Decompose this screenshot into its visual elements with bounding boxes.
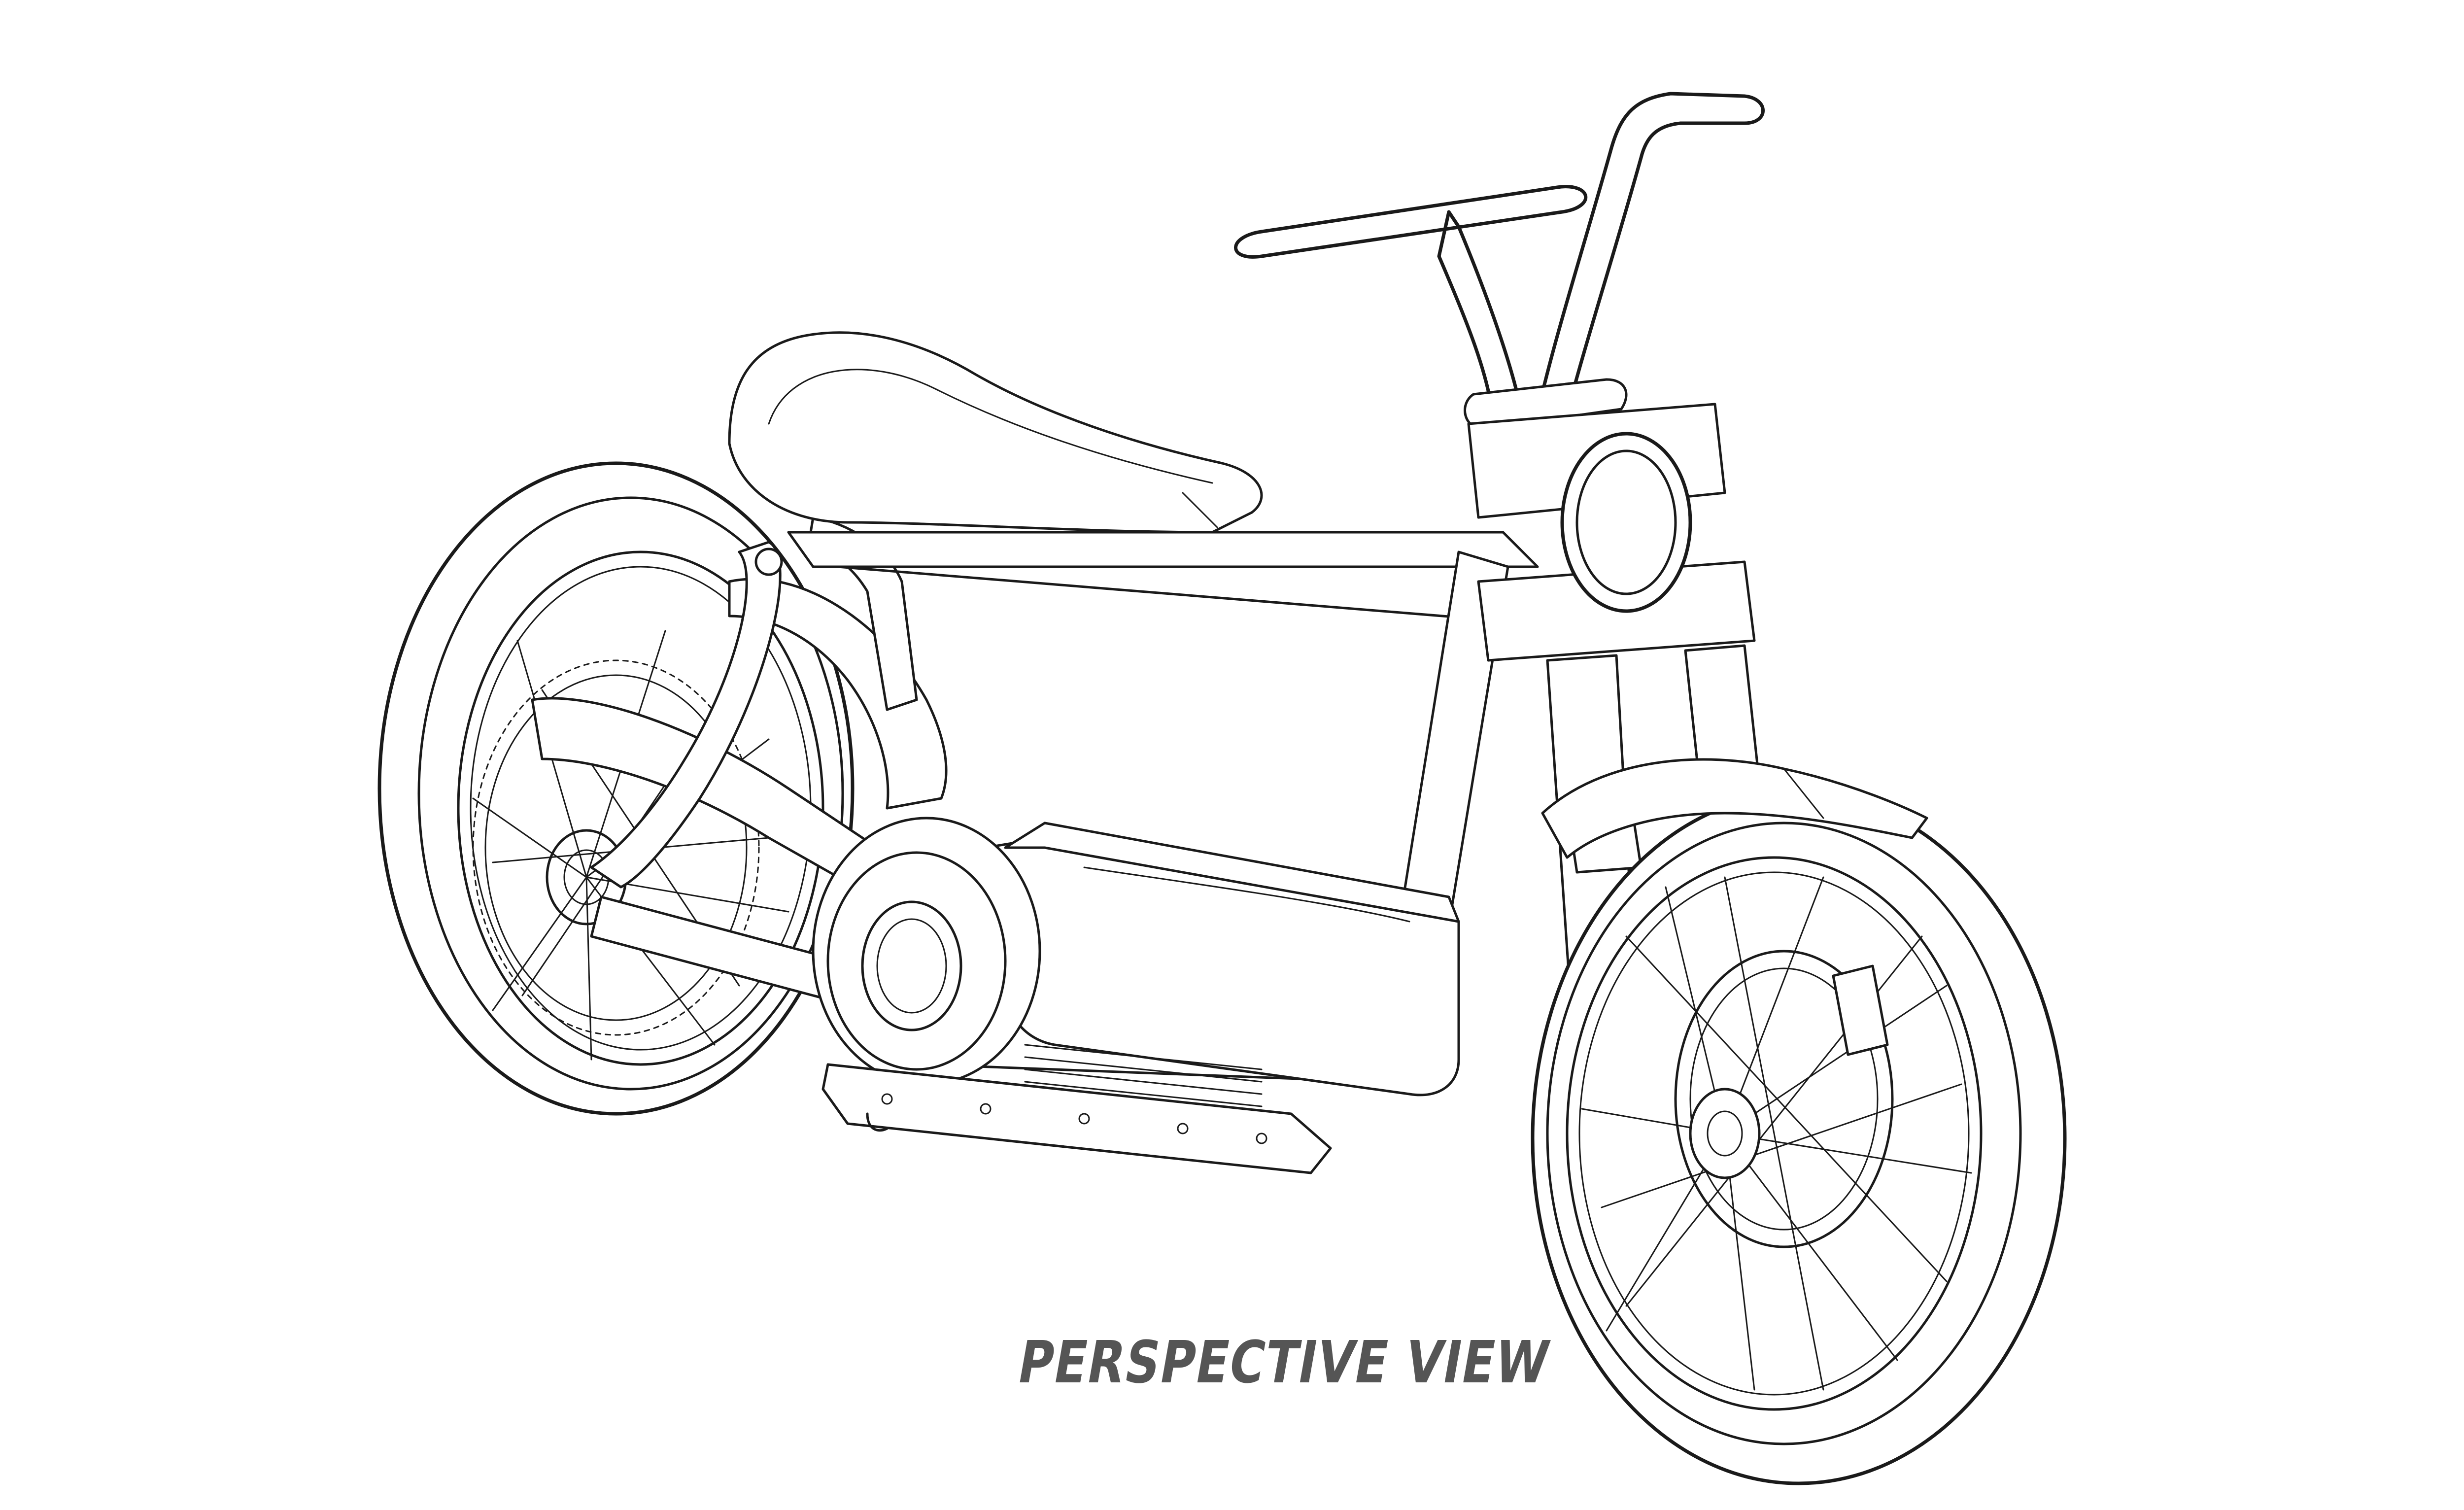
brake-caliper (1832, 964, 1889, 1056)
motor-cover (826, 851, 1007, 1071)
front-tire-inner (1546, 822, 2022, 1445)
rear-rim-outer (457, 550, 824, 1066)
kickstand (866, 1112, 889, 1132)
footboard-bolts (881, 1093, 1267, 1144)
rear-sprocket (484, 674, 748, 1021)
seat-nose (1182, 492, 1218, 528)
front-brake-disc (1674, 950, 1894, 1248)
headlight-lens (1575, 449, 1677, 595)
handlebar-crossbar (1234, 185, 1587, 259)
front-fender (1541, 758, 1928, 859)
front-fender-edge (1783, 768, 1824, 819)
rear-tire-outer (377, 461, 855, 1116)
seat-seam (768, 369, 1213, 484)
seat (728, 331, 1263, 534)
headlight-bezel (1560, 432, 1692, 613)
front-brake-disc-inner (1689, 967, 1879, 1231)
rear-sprocket-chain (472, 659, 760, 1036)
battery-lid (1004, 822, 1460, 923)
motor (812, 817, 1041, 1086)
motor-inner-cap (876, 918, 947, 1014)
front-axle (1707, 1110, 1743, 1157)
rear-strut (590, 541, 782, 889)
frame-top-tube (787, 531, 1539, 568)
battery-panel-line (1083, 866, 1410, 923)
front-tire-outer (1531, 791, 2067, 1485)
view-caption: PERSPECTIVE VIEW (1013, 1328, 1555, 1396)
rear-tire-inner (417, 496, 844, 1091)
front-rim-inner (1578, 871, 1970, 1396)
frame-tube-shadow (836, 565, 1505, 622)
footboard (821, 1063, 1332, 1174)
front-rim-outer (1566, 856, 1983, 1411)
shock-mount-bolt (754, 548, 783, 576)
front-hub (1689, 1088, 1761, 1179)
handlebar-left-riser (1437, 210, 1525, 421)
handlebar-right (1536, 92, 1765, 416)
rear-fender (728, 578, 948, 810)
front-wheel (1531, 791, 2067, 1485)
